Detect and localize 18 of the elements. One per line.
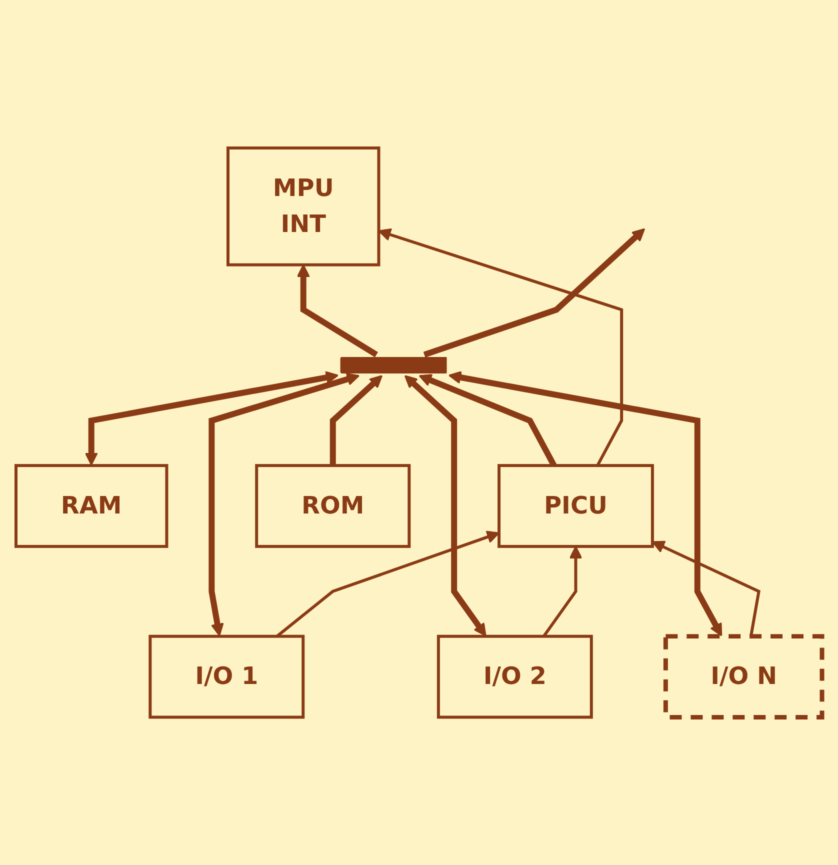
node-box: I/O 2	[436, 634, 593, 719]
arrow	[404, 374, 486, 636]
arrow	[84, 370, 339, 466]
node-box: RAM	[14, 464, 168, 548]
arrow	[448, 370, 722, 636]
arrow	[542, 546, 582, 638]
arrow	[276, 530, 500, 638]
arrow	[423, 228, 646, 358]
arrow	[330, 374, 383, 466]
arrow	[378, 228, 624, 466]
arrow	[652, 540, 760, 636]
node-box: ROM	[255, 464, 411, 548]
node-box: I/O 1	[148, 634, 305, 719]
node-box: I/O N	[663, 634, 824, 720]
node-box: PICU	[498, 464, 654, 548]
node-box: MPU INT	[226, 146, 380, 266]
arrow	[208, 372, 360, 636]
arrow	[296, 264, 378, 358]
